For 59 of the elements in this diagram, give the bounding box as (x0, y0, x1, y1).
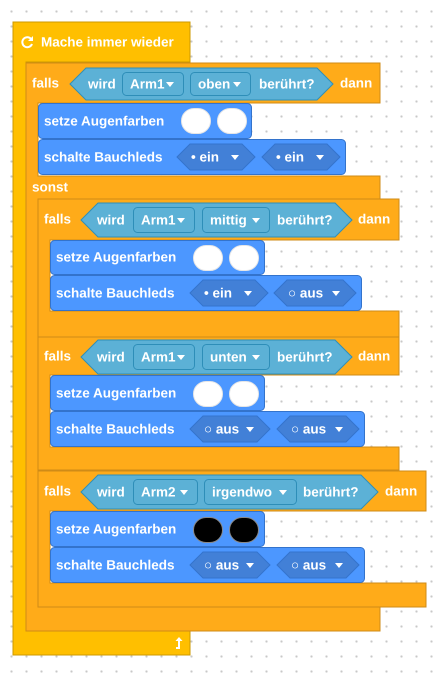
dropdown: • ein (177, 144, 255, 170)
command-block (50, 511, 265, 547)
command-label: schalte Bauchleds (56, 422, 175, 436)
dropdown: Arm2 (133, 479, 198, 505)
dropdown: ○ aus (277, 416, 359, 442)
dropdown: mittig (202, 207, 270, 233)
forever-loop-block (13, 22, 190, 655)
dropdown: • ein (190, 280, 268, 306)
command-label: schalte Bauchleds (56, 558, 175, 572)
keyword-label: sonst (32, 180, 68, 194)
keyword-label: dann (340, 76, 372, 90)
keyword-label: falls (32, 76, 60, 90)
command-block (50, 240, 265, 275)
condition-block (70, 68, 333, 100)
dropdown: Arm1 (122, 72, 184, 96)
block-label: wird (97, 213, 125, 227)
block-label: berührt? (303, 485, 358, 499)
dropdown: Arm1 (133, 207, 195, 233)
command-label: schalte Bauchleds (44, 150, 163, 164)
block-label: wird (97, 350, 125, 364)
if-else-block (26, 63, 427, 631)
block-label: wird (97, 485, 125, 499)
dropdown: unten (202, 344, 270, 370)
command-block (50, 547, 365, 583)
command-block (50, 375, 265, 411)
block-label: Mache immer wieder (41, 35, 174, 49)
dropdown: ○ aus (190, 416, 270, 442)
command-block (38, 103, 252, 139)
if-block (38, 337, 399, 470)
dropdown: ○ aus (277, 552, 359, 578)
condition-block (81, 203, 352, 237)
block-label: berührt? (277, 213, 332, 227)
condition-block (81, 475, 378, 509)
command-label: setze Augenfarben (56, 522, 176, 536)
command-block (38, 139, 346, 175)
command-block (50, 275, 362, 311)
dropdown: oben (190, 72, 251, 96)
command-block (50, 411, 365, 447)
dropdown: ○ aus (274, 280, 356, 306)
command-label: setze Augenfarben (44, 114, 164, 128)
dropdown: ○ aus (190, 552, 270, 578)
dropdown: Arm1 (133, 344, 195, 370)
keyword-label: dann (358, 212, 390, 226)
if-block (38, 199, 399, 337)
condition-block (81, 340, 352, 374)
keyword-label: dann (358, 349, 390, 363)
block-label: berührt? (259, 77, 314, 91)
block-label: wird (88, 77, 116, 91)
block-label: berührt? (277, 350, 332, 364)
keyword-label: falls (44, 349, 72, 363)
command-label: setze Augenfarben (56, 250, 176, 264)
command-label: schalte Bauchleds (56, 286, 175, 300)
dropdown: irgendwo (204, 479, 297, 505)
keyword-label: falls (44, 212, 72, 226)
command-label: setze Augenfarben (56, 386, 176, 400)
keyword-label: falls (44, 484, 72, 498)
if-block (38, 471, 426, 607)
dropdown: • ein (262, 144, 340, 170)
keyword-label: dann (385, 484, 418, 498)
